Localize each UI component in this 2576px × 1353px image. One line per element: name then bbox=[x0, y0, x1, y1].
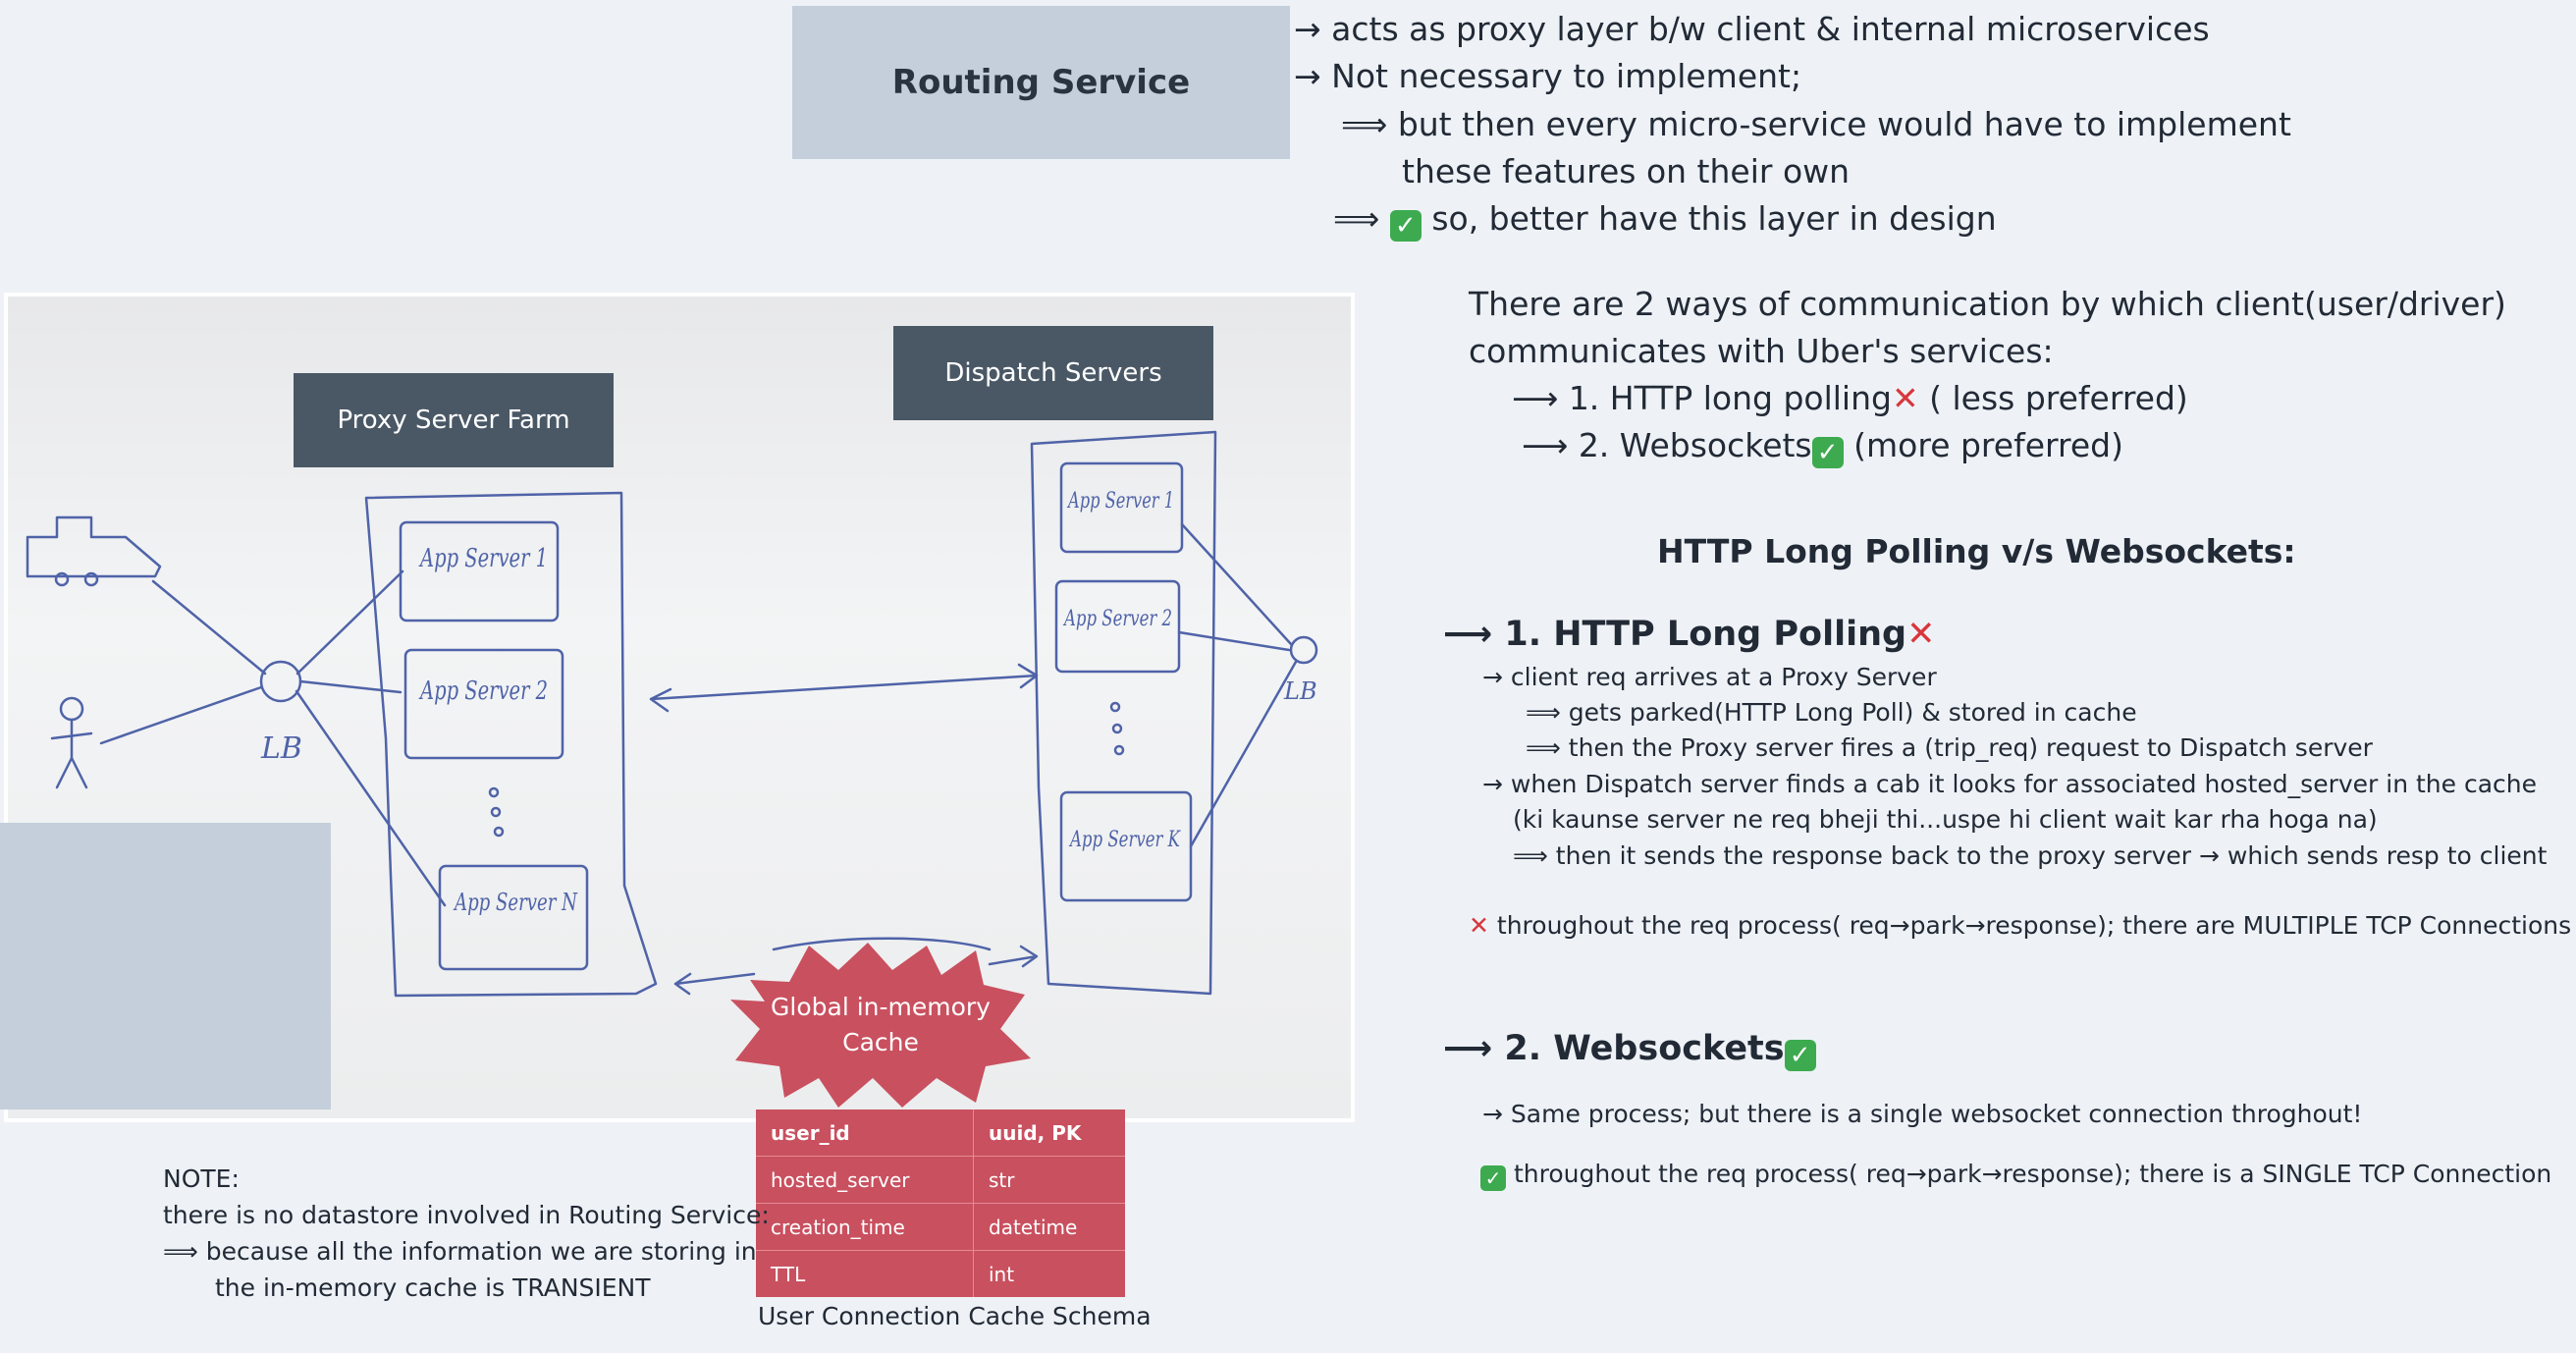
poll-step-3: ⟹ then the Proxy server fires a (trip_re… bbox=[1526, 733, 2373, 762]
cross-icon: ✕ bbox=[1469, 911, 1489, 940]
routing-service-title: Routing Service bbox=[891, 63, 1191, 102]
checkmark-icon: ✓ bbox=[1389, 210, 1422, 242]
cache-label: Global in-memory Cache bbox=[771, 993, 991, 1056]
double-arrow-icon: ⟹ bbox=[1526, 698, 1561, 727]
note-heading: NOTE: bbox=[163, 1164, 240, 1193]
whiteboard-sketch: LB LB App Server 1 App Server 2 App Serv… bbox=[26, 430, 1318, 998]
note-line-2: ⟹ because all the information we are sto… bbox=[163, 1237, 757, 1266]
arrow-right-icon: → bbox=[1482, 663, 1503, 691]
comm-way-1: ⟶ 1. HTTP long polling✕ ( less preferred… bbox=[1512, 379, 2188, 417]
checkmark-icon: ✓ bbox=[1480, 1165, 1506, 1191]
schema-field-type: str bbox=[973, 1156, 1125, 1204]
poll-title: ⟶ 1. HTTP Long Polling✕ bbox=[1443, 615, 1936, 654]
schema-field-name: creation_time bbox=[756, 1203, 974, 1251]
schema-field-type: int bbox=[973, 1250, 1125, 1297]
schema-field-type: uuid, PK bbox=[989, 1120, 1082, 1145]
arrow-right-icon: → bbox=[1294, 10, 1321, 48]
note-block: NOTE: there is no datastore involved in … bbox=[163, 1161, 770, 1306]
schema-caption: User Connection Cache Schema bbox=[758, 1302, 1152, 1330]
schema-field-type: datetime bbox=[973, 1203, 1125, 1251]
cross-icon: ✕ bbox=[1891, 379, 1919, 417]
person-icon bbox=[50, 696, 93, 789]
dispatch-app-k: App Server K bbox=[1068, 828, 1181, 852]
double-arrow-icon: ⟹ bbox=[1526, 733, 1561, 762]
cross-icon: ✕ bbox=[1906, 615, 1936, 654]
checkmark-icon: ✓ bbox=[1784, 1040, 1816, 1071]
comm-way-2: ⟶ 2. Websockets✓ (more preferred) bbox=[1522, 426, 2123, 468]
routing-line-4: these features on their own bbox=[1402, 152, 1851, 190]
note-line-3: the in-memory cache is TRANSIENT bbox=[215, 1273, 651, 1302]
proxy-app-2: App Server 2 bbox=[418, 676, 548, 706]
redacted-box bbox=[0, 823, 331, 1109]
comm-intro-2: communicates with Uber's services: bbox=[1469, 332, 2054, 370]
ws-pro: ✓ throughout the req process( req→park→r… bbox=[1480, 1160, 2551, 1191]
table-row: user_id uuid, PK bbox=[756, 1109, 1125, 1157]
poll-step-1: → client req arrives at a Proxy Server bbox=[1482, 663, 1937, 691]
schema-field-name: TTL bbox=[756, 1250, 974, 1297]
dispatch-app-2: App Server 2 bbox=[1062, 607, 1172, 631]
arrow-right-icon: → bbox=[1482, 770, 1503, 798]
poll-con: ✕ throughout the req process( req→park→r… bbox=[1469, 911, 2572, 940]
schema-field-name: hosted_server bbox=[756, 1156, 974, 1204]
long-arrow-icon: ⟶ bbox=[1443, 615, 1493, 654]
compare-heading: HTTP Long Polling v/s Websockets: bbox=[1657, 532, 2296, 570]
proxy-farm-frame bbox=[364, 491, 658, 998]
lb-left-label: LB bbox=[260, 731, 302, 766]
proxy-server-farm-label: Proxy Server Farm bbox=[294, 373, 614, 467]
routing-line-2: → Not necessary to implement; bbox=[1294, 57, 1802, 95]
poll-step-4: → when Dispatch server finds a cab it lo… bbox=[1482, 770, 2538, 798]
schema-field-name: user_id bbox=[756, 1109, 974, 1157]
comm-intro-1: There are 2 ways of communication by whi… bbox=[1469, 285, 2506, 323]
proxy-app-1: App Server 1 bbox=[418, 544, 548, 573]
cache-starburst bbox=[730, 943, 1031, 1108]
lb-right-icon bbox=[1289, 635, 1318, 665]
proxy-dispatch-arrow bbox=[649, 663, 1039, 713]
dispatch-app-1: App Server 1 bbox=[1067, 489, 1174, 514]
routing-line-1: → acts as proxy layer b/w client & inter… bbox=[1294, 10, 2210, 48]
routing-line-5: ⟹ ✓ so, better have this layer in design bbox=[1333, 199, 1997, 242]
note-line-1: there is no datastore involved in Routin… bbox=[163, 1201, 770, 1229]
arrow-right-icon: → bbox=[1482, 1100, 1503, 1128]
routing-line-3: ⟹ but then every micro-service would hav… bbox=[1341, 105, 2291, 143]
double-arrow-icon: ⟹ bbox=[1333, 199, 1380, 238]
arrow-right-icon: → bbox=[1294, 57, 1321, 95]
double-arrow-icon: ⟹ bbox=[163, 1237, 198, 1266]
long-arrow-icon: ⟶ bbox=[1443, 1029, 1493, 1068]
double-arrow-icon: ⟹ bbox=[1513, 841, 1548, 870]
dispatch-frame bbox=[1030, 430, 1217, 996]
double-arrow-icon: ⟹ bbox=[1341, 105, 1388, 143]
long-arrow-icon: ⟶ bbox=[1512, 379, 1559, 417]
lb-left-icon bbox=[259, 660, 302, 703]
lb-right-label: LB bbox=[1283, 677, 1317, 705]
ws-title: ⟶ 2. Websockets✓ bbox=[1443, 1029, 1816, 1071]
long-arrow-icon: ⟶ bbox=[1522, 426, 1569, 464]
routing-service-box: Routing Service bbox=[792, 6, 1290, 159]
ws-step-1: → Same process; but there is a single we… bbox=[1482, 1100, 2363, 1128]
checkmark-icon: ✓ bbox=[1811, 437, 1844, 468]
poll-step-2: ⟹ gets parked(HTTP Long Poll) & stored i… bbox=[1526, 698, 2137, 727]
dispatch-servers-label: Dispatch Servers bbox=[893, 326, 1213, 420]
car-icon bbox=[26, 515, 162, 578]
proxy-app-n: App Server N bbox=[453, 889, 577, 916]
poll-step-6: ⟹ then it sends the response back to the… bbox=[1513, 841, 2548, 870]
poll-step-5: (ki kaunse server ne req bheji thi...usp… bbox=[1513, 805, 2378, 834]
